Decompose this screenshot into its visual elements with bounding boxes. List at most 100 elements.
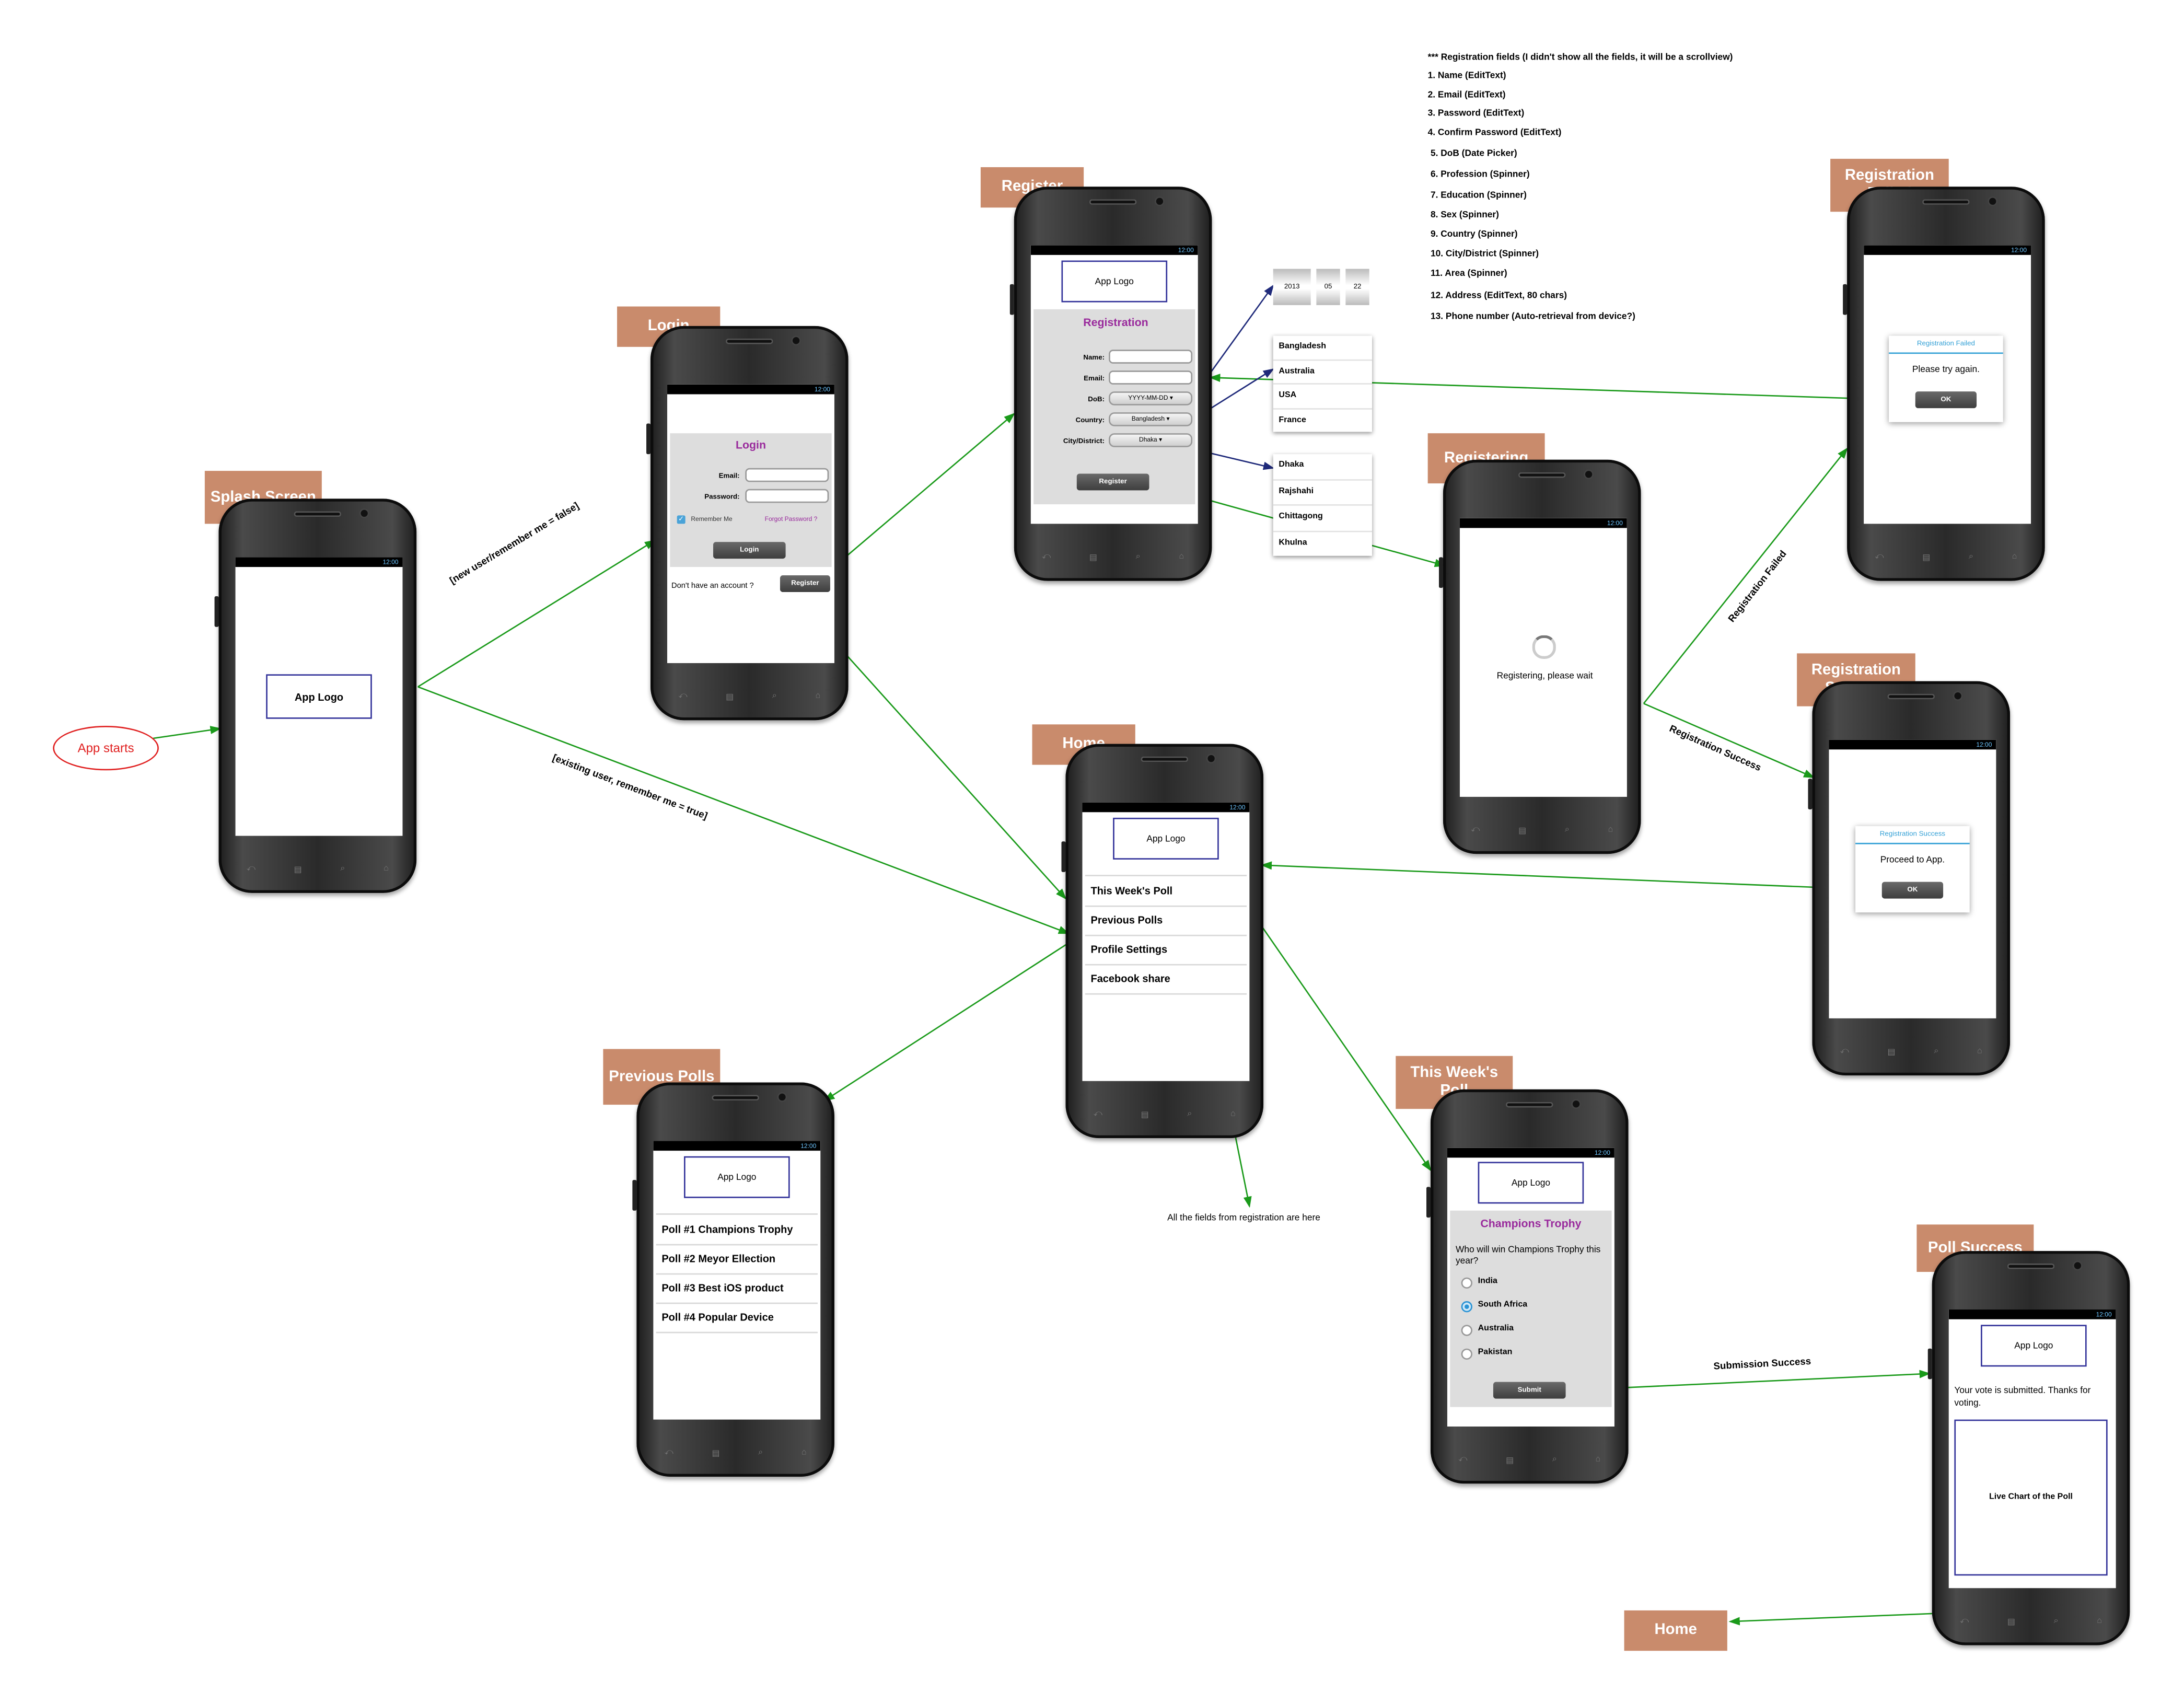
- camera: [2074, 1262, 2082, 1269]
- country-dropdown[interactable]: Bangladesh Australia USA France: [1273, 335, 1373, 432]
- status-bar: 12:00: [1082, 802, 1250, 813]
- registration-title: Registration: [1083, 316, 1148, 329]
- menu-facebook-share[interactable]: Facebook share: [1085, 964, 1247, 995]
- volume-key: [1438, 557, 1443, 588]
- country-label: Country:: [1075, 416, 1105, 425]
- register-link-button[interactable]: Register: [780, 575, 830, 593]
- poll-list-item[interactable]: Poll #4 Popular Device: [656, 1303, 818, 1334]
- country-option[interactable]: USA: [1273, 385, 1373, 409]
- edge-home-thisweek: [1241, 898, 1432, 1172]
- status-time: 12:00: [382, 559, 399, 566]
- status-time: 12:00: [1607, 519, 1623, 527]
- status-bar: 12:00: [1447, 1147, 1614, 1158]
- nav-keys: ⤺▤⌕⌂: [1960, 1617, 2102, 1627]
- status-time: 12:00: [2011, 246, 2027, 254]
- screen-login: 12:00 Login Email: Password: ✓ Remember …: [667, 384, 834, 664]
- poll-list-item[interactable]: Poll #1 Champions Trophy: [656, 1213, 818, 1246]
- radio-australia[interactable]: [1461, 1325, 1472, 1336]
- radio-south-africa[interactable]: [1461, 1301, 1472, 1313]
- poll-panel: [1450, 1210, 1612, 1407]
- password-label: Password:: [704, 493, 740, 502]
- status-time: 12:00: [1229, 804, 1246, 811]
- nav-keys: ⤺▤⌕⌂: [1840, 1047, 1982, 1058]
- date-picker-year[interactable]: 2013: [1273, 269, 1311, 305]
- dialog-ok-button[interactable]: OK: [1915, 391, 1977, 409]
- city-dropdown[interactable]: Dhaka Rajshahi Chittagong Khulna: [1273, 454, 1373, 556]
- live-chart-placeholder: Live Chart of the Poll: [1954, 1419, 2108, 1576]
- poll-list-item[interactable]: Poll #2 Meyor Ellection: [656, 1244, 818, 1275]
- camera: [1156, 198, 1164, 205]
- nav-keys: ⤺▤⌕⌂: [1458, 1455, 1601, 1466]
- poll-list-item[interactable]: Poll #3 Best iOS product: [656, 1273, 818, 1304]
- camera: [779, 1093, 786, 1101]
- dialog-title: Registration Success: [1855, 826, 1970, 844]
- city-option[interactable]: Chittagong: [1273, 506, 1373, 532]
- country-option[interactable]: Bangladesh: [1273, 336, 1373, 361]
- option-label: India: [1478, 1277, 1497, 1286]
- edge-home-previous: [823, 942, 1069, 1102]
- camera: [1585, 471, 1593, 478]
- app-logo: App Logo: [1478, 1162, 1584, 1204]
- vote-submitted-message: Your vote is submitted. Thanks for votin…: [1954, 1386, 2091, 1409]
- date-picker-month[interactable]: 05: [1316, 269, 1340, 305]
- nav-keys: ⤺▤⌕⌂: [246, 865, 389, 875]
- status-bar: 12:00: [1030, 245, 1198, 255]
- login-email-field[interactable]: [745, 468, 829, 482]
- dialog-message: Proceed to App.: [1880, 855, 1945, 865]
- city-option[interactable]: Rajshahi: [1273, 480, 1373, 506]
- phone-previous-polls: 12:00 App Logo Poll #1 Champions Trophy …: [632, 1082, 834, 1477]
- country-spinner[interactable]: Bangladesh ▾: [1109, 412, 1193, 426]
- date-picker[interactable]: 2013 05 22: [1273, 269, 1371, 305]
- option-label: Australia: [1478, 1325, 1514, 1334]
- screen-this-weeks-poll: 12:00 App Logo Champions Trophy Who will…: [1447, 1147, 1614, 1427]
- screen-registration-success: 12:00 Registration Success Proceed to Ap…: [1829, 739, 1996, 1018]
- country-option[interactable]: France: [1279, 415, 1306, 424]
- country-option[interactable]: Australia: [1273, 360, 1373, 385]
- dialog-ok-button[interactable]: OK: [1881, 882, 1944, 899]
- date-picker-day[interactable]: 22: [1345, 269, 1369, 305]
- screen-poll-success: 12:00 App Logo Your vote is submitted. T…: [1948, 1309, 2116, 1589]
- notes-item: 2. Email (EditText): [1427, 89, 1506, 100]
- edge-splash-home: [417, 686, 1070, 934]
- login-button[interactable]: Login: [713, 542, 786, 559]
- volume-key: [646, 423, 651, 455]
- dob-spinner[interactable]: YYYY-MM-DD ▾: [1109, 391, 1193, 405]
- app-logo: App Logo: [1113, 817, 1219, 860]
- login-password-field[interactable]: [745, 489, 829, 503]
- login-title: Login: [735, 438, 766, 451]
- remember-me-checkbox[interactable]: ✓: [677, 515, 686, 524]
- submit-button[interactable]: Submit: [1493, 1382, 1566, 1399]
- city-option[interactable]: Dhaka: [1273, 454, 1373, 480]
- status-bar: 12:00: [235, 557, 403, 567]
- menu-profile-settings[interactable]: Profile Settings: [1085, 935, 1247, 966]
- phone-registration-failed: 12:00 Registration Failed Please try aga…: [1843, 187, 2045, 581]
- email-label: Email:: [1084, 375, 1105, 384]
- radio-india[interactable]: [1461, 1277, 1472, 1289]
- city-spinner[interactable]: Dhaka ▾: [1109, 433, 1193, 447]
- forgot-password-link[interactable]: Forgot Password ?: [764, 515, 818, 523]
- edge-login-register: [828, 413, 1015, 572]
- volume-key: [1061, 841, 1066, 872]
- radio-pakistan[interactable]: [1461, 1348, 1472, 1360]
- name-label: Name:: [1083, 354, 1105, 363]
- screen-registering: 12:00 Registering, please wait: [1459, 518, 1627, 797]
- start-label: App starts: [77, 741, 134, 755]
- dialog-title: Registration Failed: [1889, 336, 2003, 354]
- menu-this-weeks-poll[interactable]: This Week's Poll: [1085, 875, 1247, 907]
- menu-previous-polls[interactable]: Previous Polls: [1085, 906, 1247, 936]
- poll-question: Who will win Champions Trophy this year?: [1455, 1245, 1601, 1267]
- nav-keys: ⤺▤⌕⌂: [1471, 826, 1613, 836]
- remember-me-label: Remember Me: [691, 515, 733, 523]
- city-option[interactable]: Khulna: [1279, 538, 1307, 547]
- registration-success-dialog: Registration Success Proceed to App. OK: [1855, 826, 1970, 913]
- register-email-field[interactable]: [1109, 370, 1193, 385]
- volume-key: [632, 1180, 637, 1211]
- profile-settings-note: All the fields from registration are her…: [1167, 1213, 1320, 1223]
- status-time: 12:00: [1594, 1149, 1610, 1156]
- notes-item: 4. Confirm Password (EditText): [1427, 127, 1562, 137]
- dob-label: DoB:: [1088, 396, 1105, 404]
- notes-item: 8. Sex (Spinner): [1430, 210, 1499, 219]
- register-button[interactable]: Register: [1076, 473, 1149, 491]
- register-name-field[interactable]: [1109, 350, 1193, 364]
- screen-home: 12:00 App Logo This Week's Poll Previous…: [1082, 802, 1250, 1081]
